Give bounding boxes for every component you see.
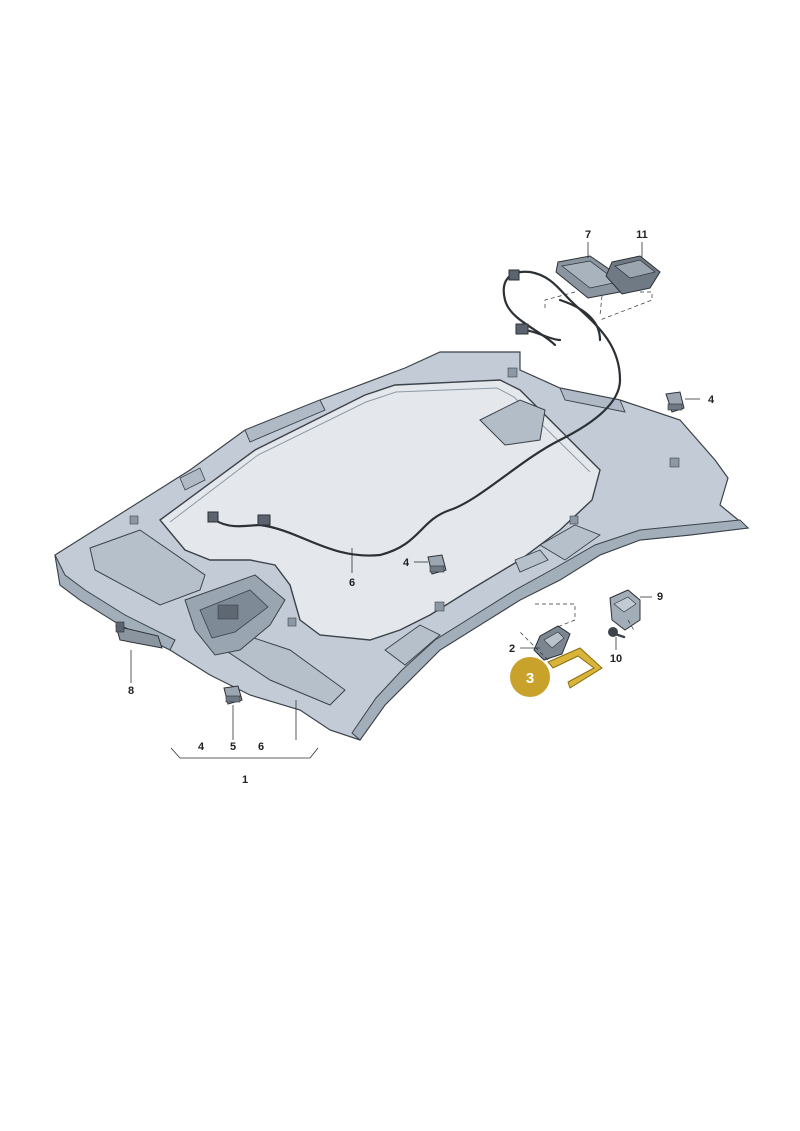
part-8-light-unit bbox=[115, 621, 163, 649]
part-3-highlighted-frame bbox=[547, 647, 603, 689]
badge-number: 3 bbox=[526, 670, 534, 687]
callout-4-middle: 4 bbox=[403, 557, 410, 569]
callout-8: 8 bbox=[128, 685, 134, 697]
callout-9: 9 bbox=[657, 591, 663, 603]
callout-5: 5 bbox=[230, 741, 236, 753]
callout-10: 10 bbox=[610, 653, 622, 665]
connector-icon bbox=[257, 514, 271, 526]
part-11-control-unit bbox=[605, 255, 661, 295]
dashed-guides bbox=[519, 291, 653, 661]
part-4-clip-middle bbox=[427, 554, 447, 575]
callout-4-right: 4 bbox=[708, 394, 715, 406]
part-9-cover bbox=[609, 589, 641, 631]
leader-lines bbox=[130, 242, 700, 759]
connector-icon bbox=[515, 323, 529, 335]
callout-2: 2 bbox=[509, 643, 515, 655]
part-4-clip-right bbox=[665, 391, 685, 413]
part-10-screw bbox=[608, 627, 626, 639]
callout-6-upper: 6 bbox=[349, 577, 355, 589]
connector-icon bbox=[207, 511, 219, 523]
callout-6-bottom: 6 bbox=[258, 741, 264, 753]
callout-4-bottom: 4 bbox=[198, 741, 205, 753]
connector-icon bbox=[508, 269, 520, 281]
part-5-clip bbox=[223, 685, 243, 705]
callout-7: 7 bbox=[585, 229, 591, 241]
highlight-badge-3[interactable]: 3 bbox=[510, 657, 550, 697]
callout-1: 1 bbox=[242, 774, 248, 786]
callout-11: 11 bbox=[636, 229, 648, 241]
part-2-reading-light bbox=[533, 625, 571, 661]
